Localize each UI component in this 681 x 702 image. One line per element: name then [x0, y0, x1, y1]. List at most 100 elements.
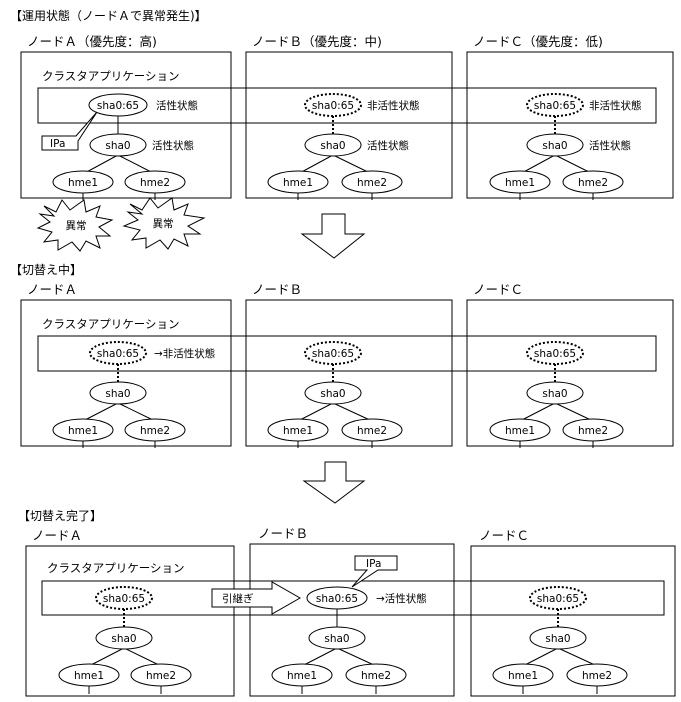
- virtual-interface: [526, 341, 584, 365]
- section-title-complete: 【切替え完了】: [18, 508, 102, 523]
- nic-hme1: [492, 663, 554, 687]
- nic-hme1: [271, 663, 333, 687]
- nic-hme1-label: hme1: [68, 425, 98, 437]
- nic-hme1: [489, 418, 551, 442]
- virtual-interface-label: sha0:65: [537, 593, 579, 605]
- node-b-label: ノードＢ: [252, 282, 302, 297]
- cluster-app-band: [41, 580, 665, 616]
- error-label: 異常: [66, 219, 87, 232]
- error-burst-icon: [122, 197, 206, 250]
- ip-callout-label: IPa: [50, 138, 65, 150]
- ip-callout-label: IPa: [366, 558, 381, 570]
- physical-interface: [529, 626, 587, 650]
- nic-hme1-label: hme1: [505, 177, 535, 189]
- physical-interface: [308, 626, 366, 650]
- virtual-state-label: →非活性状態: [154, 347, 215, 360]
- physical-interface-label: sha0: [105, 388, 130, 400]
- node-c-label: ノードＣ: [479, 528, 529, 543]
- down-arrow-icon: [302, 461, 366, 504]
- virtual-interface-label: sha0:65: [534, 348, 576, 360]
- physical-state-label: 活性状態: [367, 139, 409, 152]
- nic-hme1-label: hme1: [508, 670, 538, 682]
- node-a-box: [20, 51, 232, 199]
- nic-hme1-label: hme1: [287, 670, 317, 682]
- virtual-interface: [526, 93, 584, 117]
- virtual-interface-label: sha0:65: [312, 348, 354, 360]
- node-a-box: [20, 299, 232, 447]
- virtual-state-label: 活性状態: [156, 99, 198, 112]
- node-c-label: ノードＣ（優先度：低): [473, 34, 603, 49]
- nic-hme2: [130, 663, 192, 687]
- physical-interface: [304, 381, 362, 405]
- virtual-interface: [88, 93, 148, 117]
- nic-hme2-label: hme2: [357, 425, 387, 437]
- cluster-app-label: クラスタアプリケーション: [42, 317, 180, 331]
- virtual-state-label: 非活性状態: [367, 99, 420, 112]
- physical-interface: [526, 133, 584, 157]
- nic-hme2-label: hme2: [578, 425, 608, 437]
- takeover-arrow-icon: [211, 581, 302, 615]
- nic-hme2-label: hme2: [361, 670, 391, 682]
- error-label: 異常: [153, 217, 174, 230]
- node-b-label: ノードＢ: [258, 526, 308, 541]
- virtual-interface: [306, 586, 368, 610]
- nic-hme2-label: hme2: [582, 670, 612, 682]
- section-title-switching: 【切替え中】: [10, 262, 82, 277]
- virtual-interface-label: sha0:65: [316, 593, 358, 605]
- physical-state-label: 活性状態: [152, 139, 194, 152]
- virtual-interface: [529, 586, 587, 610]
- virtual-interface: [89, 341, 147, 365]
- nic-hme2: [341, 418, 403, 442]
- physical-interface: [95, 626, 153, 650]
- physical-interface: [89, 381, 147, 405]
- nic-hme2-label: hme2: [357, 177, 387, 189]
- virtual-state-label: →活性状態: [376, 592, 427, 605]
- nic-hme1-label: hme1: [283, 425, 313, 437]
- node-a-label: ノードＡ: [27, 282, 77, 297]
- nic-hme1: [489, 170, 551, 194]
- nic-hme1: [52, 170, 114, 194]
- node-c-box: [466, 299, 674, 447]
- down-arrow-icon: [300, 213, 366, 259]
- takeover-label: 引継ぎ: [222, 592, 254, 605]
- physical-interface-label: sha0: [320, 140, 345, 152]
- nic-hme1: [52, 418, 114, 442]
- virtual-interface-label: sha0:65: [103, 593, 145, 605]
- virtual-interface-label: sha0:65: [97, 348, 139, 360]
- physical-interface-label: sha0: [105, 140, 130, 152]
- nic-hme2: [562, 418, 624, 442]
- nic-hme2: [124, 170, 186, 194]
- error-burst-icon: [36, 199, 114, 252]
- nic-hme2: [345, 663, 407, 687]
- nic-hme2-label: hme2: [578, 177, 608, 189]
- cluster-app-label: クラスタアプリケーション: [42, 69, 180, 83]
- node-a-label: ノードＡ（優先度：高): [27, 34, 157, 49]
- physical-interface: [304, 133, 362, 157]
- nic-hme1-label: hme1: [74, 670, 104, 682]
- nic-hme1: [267, 170, 329, 194]
- virtual-interface: [304, 341, 362, 365]
- nic-hme1-label: hme1: [283, 177, 313, 189]
- nic-hme2: [562, 170, 624, 194]
- physical-interface-label: sha0: [545, 633, 570, 645]
- nic-hme1: [267, 418, 329, 442]
- physical-interface: [89, 133, 147, 157]
- node-a-label: ノードＡ: [32, 528, 82, 543]
- physical-interface-label: sha0: [324, 633, 349, 645]
- section-title-operating: 【運用状態（ノードＡで異常発生)】: [10, 8, 207, 23]
- cluster-app-band: [37, 87, 657, 124]
- virtual-interface-label: sha0:65: [312, 100, 354, 112]
- nic-hme2-label: hme2: [146, 670, 176, 682]
- nic-hme1: [58, 663, 120, 687]
- virtual-state-label: 非活性状態: [589, 99, 642, 112]
- nic-hme1-label: hme1: [68, 177, 98, 189]
- virtual-interface-label: sha0:65: [97, 100, 139, 112]
- ip-callout: [351, 555, 398, 588]
- nic-hme2: [341, 170, 403, 194]
- physical-interface: [526, 381, 584, 405]
- node-b-label: ノードＢ（優先度：中): [252, 34, 382, 49]
- node-c-label: ノードＣ: [473, 282, 523, 297]
- physical-interface-label: sha0: [111, 633, 136, 645]
- virtual-interface-label: sha0:65: [534, 100, 576, 112]
